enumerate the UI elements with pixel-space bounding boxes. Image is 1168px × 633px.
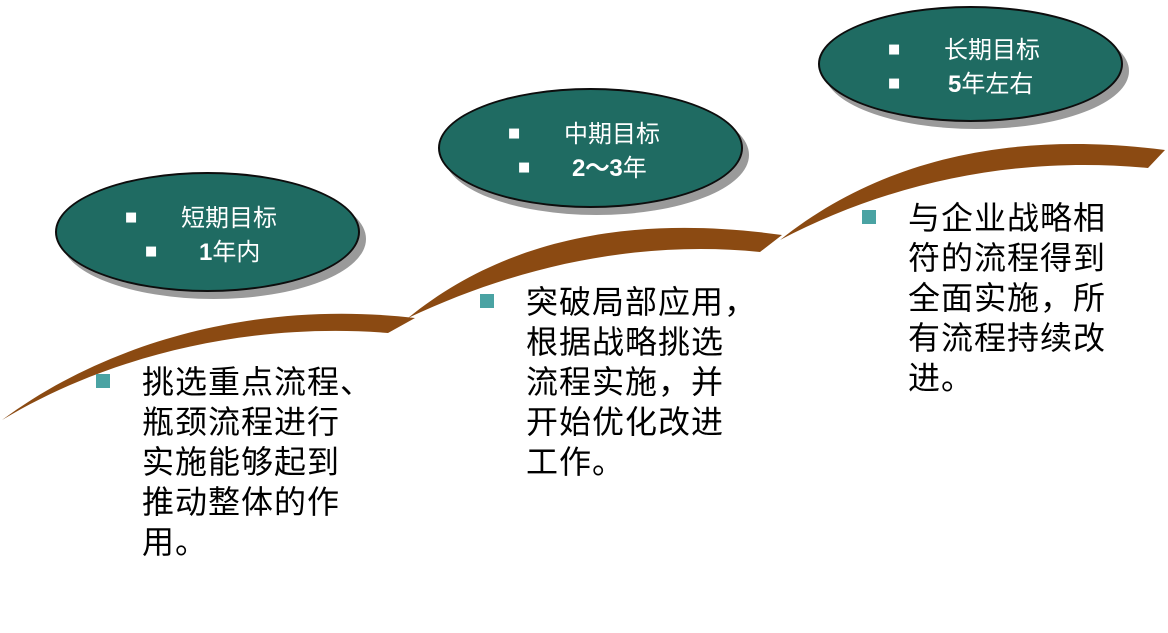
mid-term-description: 突破局部应用， 根据战略挑选 流程实施，并 开始优化改进 工作。 bbox=[480, 282, 780, 542]
timeframe-suffix: 年左右 bbox=[961, 70, 1034, 98]
square-bullet-icon: ■ bbox=[888, 76, 901, 91]
timeframe-suffix: 年 bbox=[622, 154, 647, 182]
period-label: 长期目标 bbox=[944, 36, 1040, 64]
short-term-goal-ellipse: ■ 短期目标 ■ 1年内 bbox=[55, 172, 360, 292]
long-term-goal-ellipse: ■ 长期目标 ■ 5年左右 bbox=[818, 6, 1123, 122]
square-bullet-icon bbox=[862, 210, 876, 224]
description-text: 突破局部应用， 根据战略挑选 流程实施，并 开始优化改进 工作。 bbox=[526, 283, 758, 481]
period-label: 中期目标 bbox=[564, 120, 660, 148]
curve-segment-2 bbox=[408, 227, 782, 318]
square-bullet-icon: ■ bbox=[125, 210, 138, 225]
square-bullet-icon: ■ bbox=[888, 42, 901, 57]
timeframe-number: 5 bbox=[948, 71, 962, 98]
curve-segment-3 bbox=[780, 144, 1165, 240]
square-bullet-icon: ■ bbox=[518, 160, 531, 175]
square-bullet-icon bbox=[96, 374, 110, 388]
square-bullet-icon: ■ bbox=[508, 126, 521, 141]
curve-segment-1 bbox=[2, 313, 415, 420]
period-label: 短期目标 bbox=[181, 204, 277, 232]
timeframe-suffix: 年内 bbox=[212, 238, 261, 266]
timeframe-number: 1 bbox=[199, 239, 213, 266]
square-bullet-icon: ■ bbox=[145, 244, 158, 259]
description-text: 与企业战略相 符的流程得到 全面实施，所 有流程持续改 进。 bbox=[908, 199, 1107, 397]
description-text: 挑选重点流程、 瓶颈流程进行 实施能够起到 推动整体的作 用。 bbox=[142, 363, 374, 561]
short-term-description: 挑选重点流程、 瓶颈流程进行 实施能够起到 推动整体的作 用。 bbox=[96, 362, 406, 622]
square-bullet-icon bbox=[480, 294, 494, 308]
mid-term-goal-ellipse: ■ 中期目标 ■ 2～3年 bbox=[438, 88, 743, 208]
long-term-description: 与企业战略相 符的流程得到 全面实施，所 有流程持续改 进。 bbox=[862, 198, 1162, 458]
timeframe-number: 2～3 bbox=[572, 155, 623, 182]
